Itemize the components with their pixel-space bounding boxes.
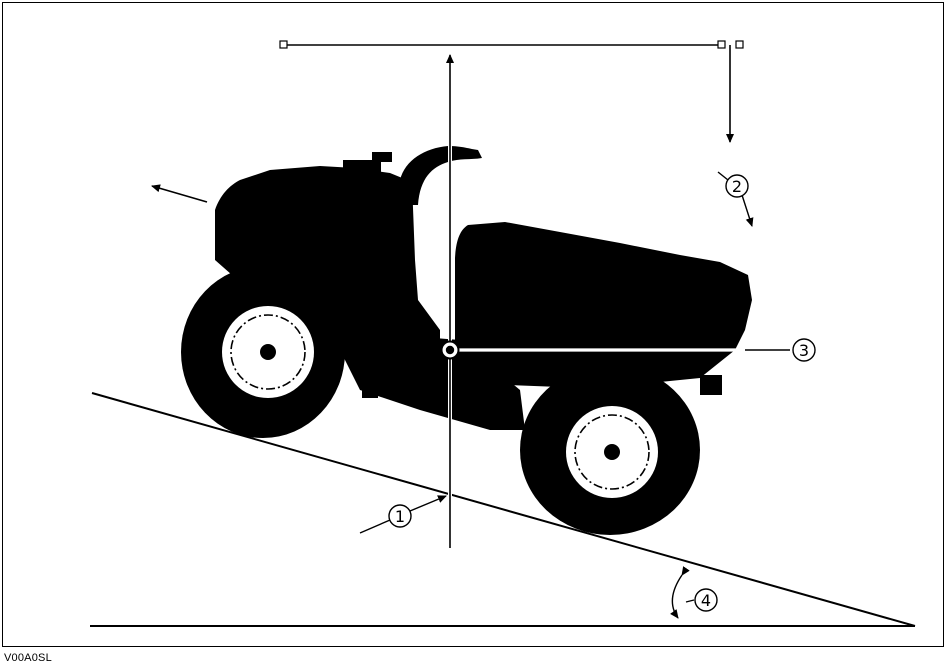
callout-4-circle xyxy=(694,588,718,612)
slope-line xyxy=(91,392,916,627)
callout-1-leader xyxy=(359,519,391,534)
callout-3-circle xyxy=(792,338,816,362)
callout-2-circle xyxy=(725,174,749,198)
rear-wheel-hub xyxy=(566,406,658,498)
slope-angle-arc xyxy=(670,566,690,619)
center-of-gravity-point xyxy=(440,340,460,360)
callout-3-label: 3 xyxy=(799,341,809,360)
callout-4-label: 4 xyxy=(701,591,711,610)
callout-4-leader xyxy=(685,599,695,603)
front-wheel-hub xyxy=(222,306,314,398)
gravity-beam xyxy=(279,40,744,49)
atv-silhouette xyxy=(181,146,752,535)
diagram-frame xyxy=(2,2,944,647)
callout-2-leader xyxy=(717,171,729,181)
callout-1-circle xyxy=(388,504,412,528)
direction-arrow xyxy=(151,184,208,203)
callout-1-label: 1 xyxy=(395,507,405,526)
callout-1-arrow xyxy=(409,495,447,512)
figure-code: V00A0SL xyxy=(4,652,52,664)
callout-2-arrow xyxy=(741,194,754,227)
callout-2-label: 2 xyxy=(732,177,742,196)
